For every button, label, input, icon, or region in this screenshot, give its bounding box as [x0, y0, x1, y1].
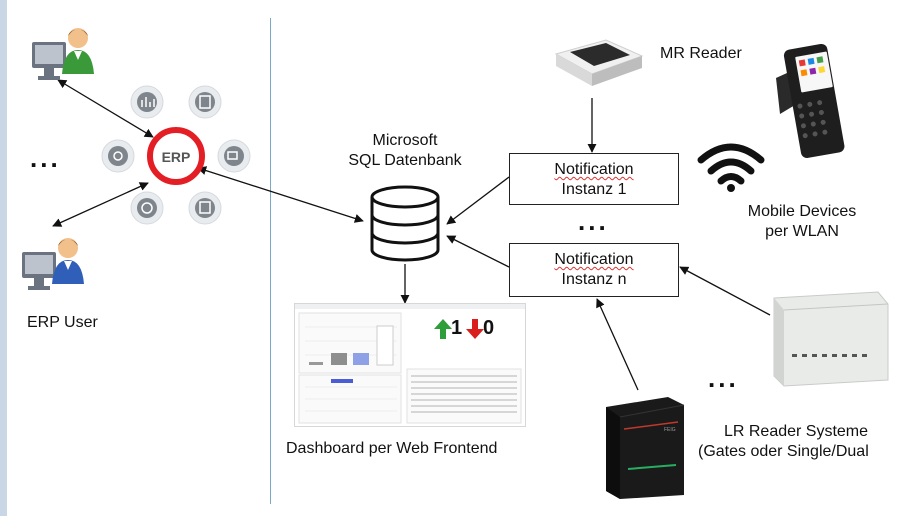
dashboard-preview: 1 0 — [294, 303, 526, 427]
mobile-device-icon — [776, 43, 845, 159]
down-arrow-icon — [466, 319, 484, 339]
notification-1-title: Notification — [554, 161, 634, 178]
arrow-lr-notifn — [679, 266, 771, 316]
erp-hub: ERP — [101, 85, 251, 225]
notification-ellipsis: ... — [578, 206, 609, 236]
counter-up-value: 1 — [451, 317, 463, 339]
left-edge-bar — [0, 0, 7, 516]
erp-users-ellipsis: ... — [30, 143, 61, 173]
arrow-notifn-db — [446, 235, 510, 268]
notification-n-instance: Instanz n — [561, 271, 627, 288]
lr-ellipsis: ... — [708, 363, 739, 393]
arrow-user2-erp — [52, 182, 149, 227]
arrow-erp-db — [197, 166, 364, 223]
notification-1-instance: Instanz 1 — [561, 181, 627, 198]
erp-hub-label: ERP — [162, 149, 191, 165]
svg-text:FEIG: FEIG — [664, 427, 676, 433]
database-label: Microsoft SQL Datenbank — [348, 132, 462, 169]
erp-user-label: ERP User — [27, 314, 98, 331]
gate-reader-device: FEIG — [606, 397, 685, 499]
notification-instance-n: Notification Instanz n — [509, 243, 679, 297]
erp-user-icon — [22, 238, 84, 290]
wifi-icon — [697, 143, 765, 192]
mobile-devices-label: Mobile Devices per WLAN — [747, 203, 857, 240]
up-arrow-icon — [434, 319, 452, 339]
database-icon — [370, 185, 440, 262]
section-divider — [270, 18, 271, 504]
lr-reader-device — [773, 291, 889, 387]
notification-instance-1: Notification Instanz 1 — [509, 153, 679, 205]
mr-reader-device — [554, 39, 644, 86]
counter-down-value: 0 — [483, 317, 495, 339]
lr-reader-label: LR Reader Systeme (Gates oder Single/Dua… — [698, 423, 869, 460]
arrow-notif1-db — [446, 176, 510, 225]
dashboard-chart — [298, 312, 522, 424]
mr-reader-label: MR Reader — [660, 45, 742, 62]
arrow-user1-erp — [57, 79, 154, 138]
erp-user-icon — [32, 28, 94, 80]
arrow-reader-notifn — [596, 298, 639, 391]
dashboard-label: Dashboard per Web Frontend — [286, 440, 498, 457]
notification-n-title: Notification — [554, 251, 634, 268]
